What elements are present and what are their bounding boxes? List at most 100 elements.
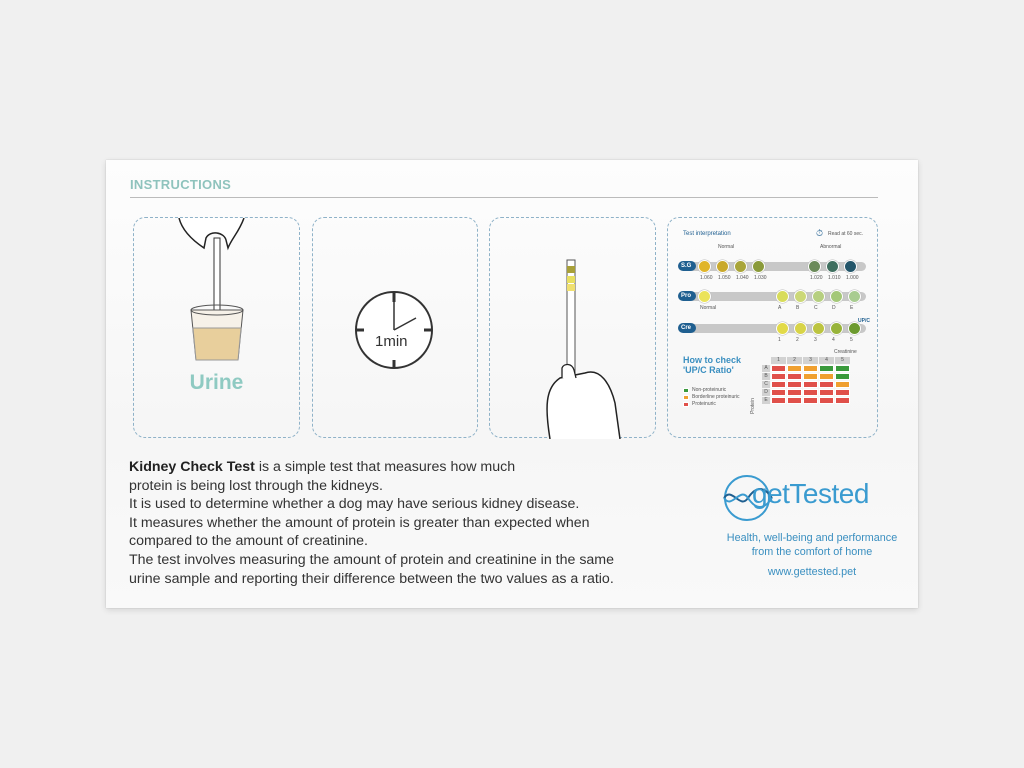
legend-label: Non-proteinuric (692, 387, 727, 393)
grid-column-header: 2 (787, 357, 802, 364)
pro-color-swatch (848, 290, 861, 303)
dna-logo-icon (723, 475, 773, 521)
sg-color-swatch (844, 260, 857, 273)
sg-value: 1.020 (810, 275, 823, 281)
product-box: INSTRUCTIONS Urine 1min Test interpretat… (106, 160, 918, 608)
sg-value: 1.030 (754, 275, 767, 281)
pro-color-swatch (830, 290, 843, 303)
grid-cell (803, 365, 818, 372)
sg-color-swatch (734, 260, 747, 273)
legend-swatch (683, 395, 689, 400)
description-line: The test involves measuring the amount o… (129, 551, 615, 568)
sg-value: 1.040 (736, 275, 749, 281)
description-line: is a simple test that measures how much (254, 459, 516, 475)
grid-cell (787, 373, 802, 380)
grid-cell (803, 373, 818, 380)
cre-color-swatch (848, 322, 861, 335)
cre-value: 3 (814, 337, 817, 343)
sg-value: 1.060 (700, 275, 713, 281)
creatinine-axis-label: Creatinine (834, 349, 857, 355)
website-link[interactable]: www.gettested.pet (767, 566, 857, 578)
sg-bar (686, 262, 866, 271)
grid-column-header: 1 (771, 357, 786, 364)
pro-value: C (814, 305, 818, 311)
description: Kidney Check Test is a simple test that … (129, 458, 689, 588)
tagline-line: Health, well-being and performance (726, 532, 898, 544)
sg-label: S.G (678, 261, 696, 271)
sg-color-swatch (716, 260, 729, 273)
description-line: It is used to determine whether a dog ma… (129, 496, 580, 513)
cre-label: Cre (678, 323, 696, 333)
panel-timer: 1min (312, 217, 478, 438)
grid-cell (771, 381, 786, 388)
grid-column-header: 4 (819, 357, 834, 364)
grid-row-header: C (762, 381, 770, 388)
pro-color-swatch (794, 290, 807, 303)
cre-color-swatch (830, 322, 843, 335)
grid-cell (819, 373, 834, 380)
grid-cell (787, 389, 802, 396)
cre-color-swatch (812, 322, 825, 335)
urine-label: Urine (189, 371, 244, 394)
pro-value: B (796, 305, 800, 311)
brand-name: getTested (752, 478, 869, 509)
sg-value: 1.000 (846, 275, 859, 281)
cre-color-swatch (776, 322, 789, 335)
cre-value: 5 (850, 337, 853, 343)
grid-cell (787, 381, 802, 388)
grid-cell (787, 365, 802, 372)
grid-cell (771, 365, 786, 372)
grid-cell (835, 373, 850, 380)
grid-cell (803, 389, 818, 396)
grid-row-header: A (762, 365, 770, 372)
panel-urine-sample: Urine (133, 217, 300, 438)
cup-and-dropper-icon (178, 218, 245, 361)
grid-cell (787, 397, 802, 404)
legend-label: Borderline proteinuric (692, 394, 740, 400)
legend-label: Proteinuric (692, 401, 716, 407)
pro-value: D (832, 305, 836, 311)
hand-holding-strip-icon (546, 259, 621, 439)
grid-cell (803, 397, 818, 404)
grid-cell (835, 397, 850, 404)
grid-cell (819, 389, 834, 396)
abnormal-label: Abnormal (820, 244, 842, 250)
cre-value: 4 (832, 337, 835, 343)
grid-cell (835, 381, 850, 388)
cre-value: 1 (778, 337, 781, 343)
description-line: compared to the amount of creatinine. (129, 533, 368, 550)
description-line: It measures whether the amount of protei… (129, 514, 590, 531)
grid-cell (835, 389, 850, 396)
grid-column-header: 5 (835, 357, 850, 364)
grid-cell (771, 389, 786, 396)
sg-color-swatch (808, 260, 821, 273)
grid-column-header: 3 (803, 357, 818, 364)
section-title: INSTRUCTIONS (130, 177, 232, 192)
protein-axis-label: Protein (749, 398, 756, 414)
pro-color-swatch (776, 290, 789, 303)
cre-value: 2 (796, 337, 799, 343)
grid-cell (771, 373, 786, 380)
grid-cell (803, 381, 818, 388)
clock-icon (355, 291, 433, 369)
panel-test-strip (489, 217, 656, 439)
how-to-check-label: How to check (683, 355, 742, 365)
legend-swatch (683, 402, 689, 407)
tagline-line: from the comfort of home (751, 545, 873, 558)
pro-color-swatch (698, 290, 711, 303)
sg-value: 1.050 (718, 275, 731, 281)
description-line: urine sample and reporting their differe… (129, 570, 614, 587)
legend-swatch (683, 388, 689, 393)
grid-cell (771, 397, 786, 404)
sg-color-swatch (752, 260, 765, 273)
cre-color-swatch (794, 322, 807, 335)
panel-test-interpretation: Test interpretation ⏱ Read at 60 sec. No… (667, 217, 878, 438)
pro-color-swatch (812, 290, 825, 303)
sg-value: 1.010 (828, 275, 841, 281)
description-product-name: Kidney Check Test (129, 459, 255, 475)
pro-value: A (778, 305, 782, 311)
sg-color-swatch (698, 260, 711, 273)
pro-label: Pro (678, 291, 696, 301)
upc-label: UP/C (858, 318, 870, 324)
